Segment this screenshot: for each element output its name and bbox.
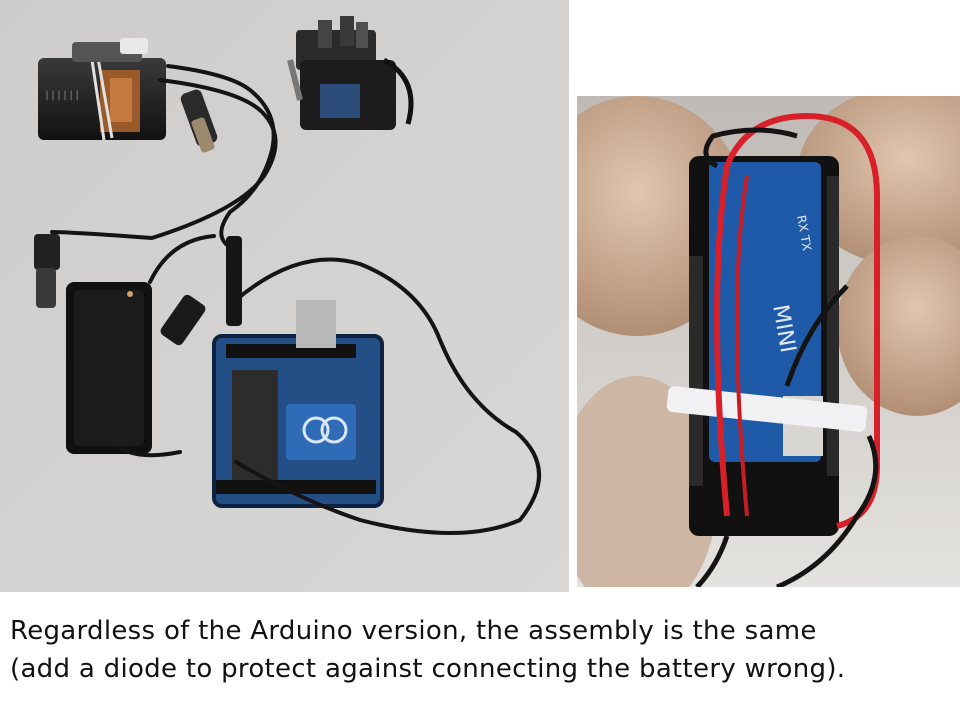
battery-holder bbox=[66, 282, 152, 454]
plug-left bbox=[34, 234, 60, 308]
battery-9v: |||||| bbox=[38, 38, 166, 141]
black-wires bbox=[50, 64, 542, 535]
arduino-uno-board bbox=[212, 300, 384, 508]
arduino-mini-board: RX TX MINI bbox=[689, 156, 839, 536]
connector-bundle bbox=[287, 16, 414, 130]
caption-line-1: Regardless of the Arduino version, the a… bbox=[10, 616, 817, 646]
arduino-uno-assembly-photo: |||||| bbox=[0, 0, 569, 592]
caption-line-2: (add a diode to protect against connecti… bbox=[10, 654, 846, 684]
plug-middle bbox=[160, 236, 242, 346]
assembly-photo-illustration: |||||| bbox=[0, 0, 569, 592]
barrel-plug-top bbox=[180, 89, 218, 153]
svg-text:||||||: |||||| bbox=[44, 90, 80, 101]
svg-text:RX TX: RX TX bbox=[794, 214, 814, 252]
black-wire bbox=[695, 127, 879, 587]
arduino-mini-closeup-photo: RX TX MINI bbox=[577, 96, 960, 587]
closeup-photo-illustration: RX TX MINI bbox=[577, 96, 960, 587]
slide-caption: Regardless of the Arduino version, the a… bbox=[10, 612, 955, 688]
